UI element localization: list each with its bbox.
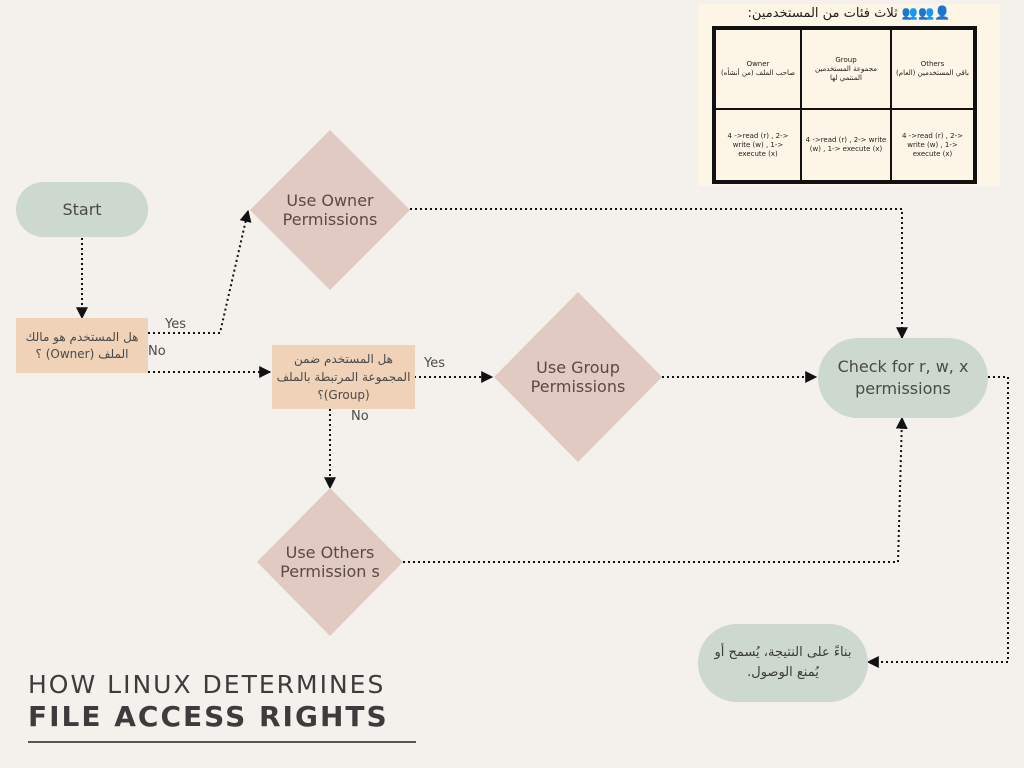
- use-owner-diamond: [250, 130, 410, 290]
- owner-no-label: No: [148, 344, 166, 359]
- title-underline: [28, 741, 416, 743]
- legend-owner-header: Owner صاحب الملف (من أنشأه): [715, 29, 801, 109]
- legend-group-desc: مجموعة المستخدمين المنتمي لها: [815, 64, 877, 82]
- owner-question-label: هل المستخدم هو مالك الملف (Owner) ؟: [25, 329, 139, 361]
- check-permissions-node: Check for r, w, x permissions: [818, 338, 988, 418]
- owner-yes-label: Yes: [165, 317, 186, 332]
- use-others-label-box: Use Others Permission s: [280, 530, 380, 594]
- use-group-label: Use Group Permissions: [530, 358, 626, 396]
- check-permissions-label: Check for r, w, x permissions: [837, 357, 969, 398]
- start-node: Start: [16, 182, 148, 237]
- legend-group-header: Group مجموعة المستخدمين المنتمي لها: [801, 29, 891, 109]
- legend-table: Owner صاحب الملف (من أنشأه) Group مجموعة…: [712, 26, 977, 184]
- legend-others-perms: 4 ->read (r) , 2-> write (w) , 1-> execu…: [891, 109, 974, 181]
- use-owner-label: Use Owner Permissions: [282, 191, 378, 229]
- legend-group-perms: 4 ->read (r) , 2-> write (w) , 1-> execu…: [801, 109, 891, 181]
- user-categories-legend: 👤👥👥 ثلاث فئات من المستخدمين: Owner صاحب …: [698, 4, 1000, 186]
- start-label: Start: [62, 200, 102, 219]
- group-question-label: هل المستخدم ضمن المجموعة المرتبطة بالملف…: [276, 352, 411, 402]
- title-line-1: HOW LINUX DETERMINES: [28, 670, 386, 699]
- use-owner-label-box: Use Owner Permissions: [270, 180, 390, 240]
- result-node: بناءً على النتيجة، يُسمح أو يُمنع الوصول…: [698, 624, 868, 702]
- legend-group-name: Group: [835, 55, 857, 64]
- group-question-box: هل المستخدم ضمن المجموعة المرتبطة بالملف…: [272, 345, 415, 409]
- legend-others-desc: باقي المستخدمين (العام): [896, 69, 969, 77]
- legend-others-header: Others باقي المستخدمين (العام): [891, 29, 974, 109]
- legend-others-name: Others: [920, 60, 945, 68]
- edge-others-perm-to-check: [403, 416, 908, 563]
- legend-owner-name: Owner: [746, 60, 770, 68]
- edge-check-to-result: [866, 376, 1009, 668]
- title-line-2: FILE ACCESS RIGHTS: [28, 700, 389, 733]
- use-group-diamond: [494, 292, 662, 462]
- edge-owner-perm-to-check: [410, 208, 908, 340]
- legend-title: 👤👥👥 ثلاث فئات من المستخدمين:: [747, 6, 951, 21]
- use-group-label-box: Use Group Permissions: [518, 347, 638, 407]
- legend-owner-desc: صاحب الملف (من أنشأه): [720, 69, 796, 77]
- use-others-label: Use Others Permission s: [280, 543, 380, 581]
- use-others-diamond: [257, 488, 403, 636]
- edge-owner-yes: [148, 209, 252, 334]
- legend-owner-perms: 4 ->read (r) , 2-> write (w) , 1-> execu…: [715, 109, 801, 181]
- group-yes-label: Yes: [424, 356, 445, 371]
- result-label: بناءً على النتيجة، يُسمح أو يُمنع الوصول…: [714, 645, 852, 680]
- owner-question-box: هل المستخدم هو مالك الملف (Owner) ؟: [16, 318, 148, 373]
- group-no-label: No: [351, 409, 369, 424]
